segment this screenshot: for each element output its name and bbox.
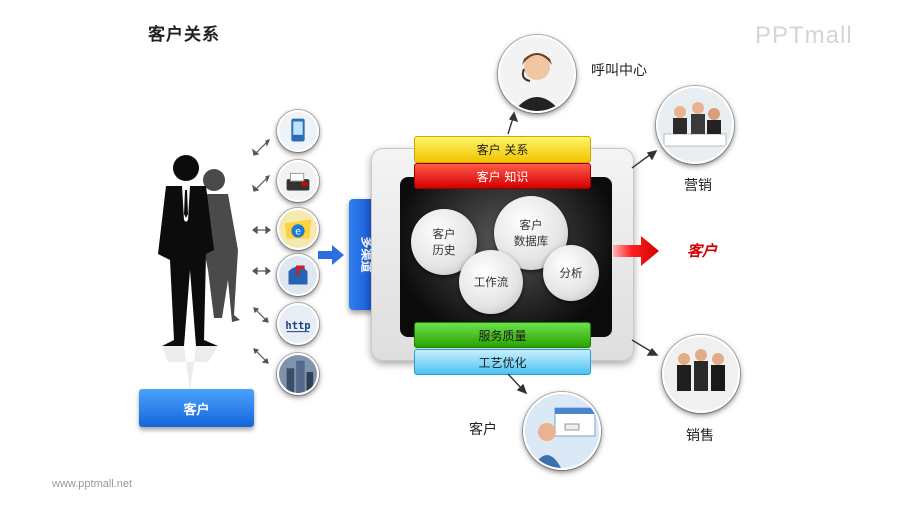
svg-text:e: e bbox=[295, 227, 301, 238]
footer-url: www.pptmall.net bbox=[52, 478, 133, 490]
label-call-center: 呼叫中心 bbox=[591, 63, 647, 79]
customer-button[interactable]: 客户 bbox=[139, 389, 254, 427]
label-sales: 销售 bbox=[686, 428, 714, 444]
bar-service-quality: 服务质量 bbox=[414, 322, 591, 348]
city-building-icon bbox=[277, 353, 319, 395]
fax-machine-icon bbox=[277, 160, 319, 202]
red-arrow-right-icon bbox=[613, 236, 659, 266]
marketing-meeting-icon bbox=[656, 86, 734, 164]
bar-customer-knowledge: 客户 知识 bbox=[414, 163, 591, 189]
label-marketing: 营销 bbox=[684, 178, 712, 194]
call-center-agent-icon bbox=[498, 35, 576, 113]
email-icon: e bbox=[277, 208, 319, 250]
label-customer-output: 客户 bbox=[687, 242, 718, 260]
mailbox-icon bbox=[277, 254, 319, 296]
sales-team-icon bbox=[662, 335, 740, 413]
arrow-right-icon bbox=[318, 245, 344, 265]
http-web-icon: http bbox=[277, 303, 319, 345]
mobile-phone-icon bbox=[277, 110, 319, 152]
brand-logo: PPTmall bbox=[755, 22, 853, 49]
bubble-workflow: 工作流 bbox=[459, 250, 523, 314]
bubble-analysis: 分析 bbox=[543, 245, 599, 301]
businessman-silhouette-icon bbox=[158, 155, 240, 390]
svg-text:http: http bbox=[285, 320, 310, 332]
customer-support-icon bbox=[523, 392, 601, 470]
label-customer-bottom: 客户 bbox=[469, 422, 497, 438]
bar-customer-relationship: 客户 关系 bbox=[414, 136, 591, 163]
bar-process-optimization: 工艺优化 bbox=[414, 349, 591, 375]
double-arrows-column bbox=[252, 139, 271, 364]
page-title: 客户关系 bbox=[148, 25, 220, 45]
